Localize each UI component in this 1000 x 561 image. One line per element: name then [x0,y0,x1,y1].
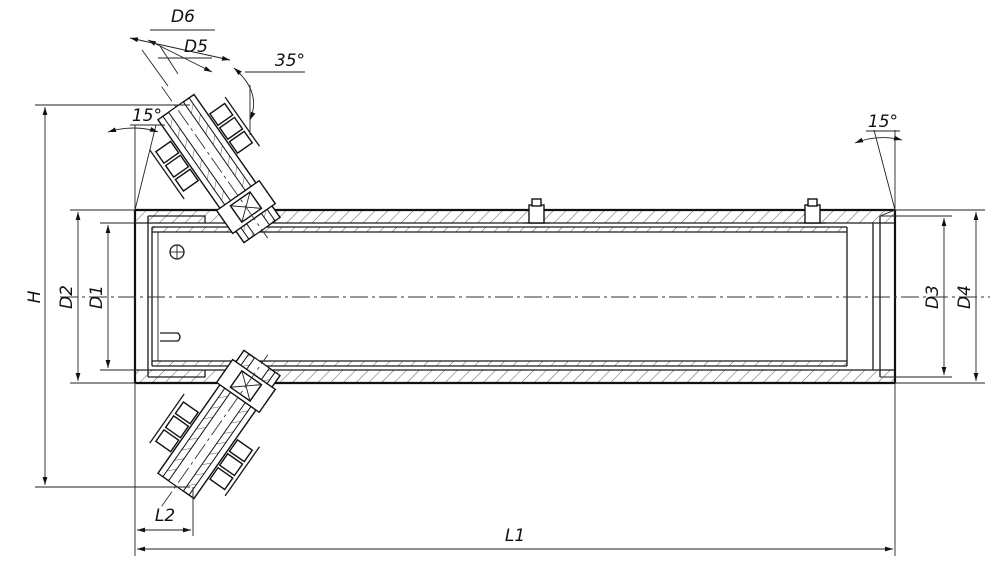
label-d3: D3 [923,285,943,309]
grease-fitting-2 [799,198,826,224]
dimension-h: H [25,104,190,488]
label-angle-left: 15° [132,106,162,126]
label-angle-branch: 35° [275,51,305,71]
bottom-branch-assembly [149,349,281,507]
dimension-d1: D1 [87,222,148,371]
grease-fitting-1 [523,198,550,224]
dimension-l1: L1 [134,383,896,556]
angle-left-15: 15° [107,106,165,211]
label-d1: D1 [87,285,107,309]
label-d6: D6 [171,7,195,27]
label-d5: D5 [184,37,208,57]
dimension-d4: D4 [895,209,985,384]
slot-outline [160,332,181,342]
label-d2: D2 [57,285,77,309]
dimension-d3: D3 [880,215,952,378]
label-h: H [25,290,45,303]
label-l1: L1 [505,526,525,546]
angle-right-15: 15° [854,112,903,211]
top-branch-assembly [149,86,281,244]
pipe-body [60,208,990,385]
angle-branch-35: 35° [233,51,305,135]
label-angle-right: 15° [868,112,898,132]
label-l2: L2 [155,506,175,526]
dimension-l2: L2 [137,487,194,536]
label-d4: D4 [955,285,975,309]
dimension-d2: D2 [57,209,135,384]
dimension-d5-d6: D5 D6 [129,7,231,87]
